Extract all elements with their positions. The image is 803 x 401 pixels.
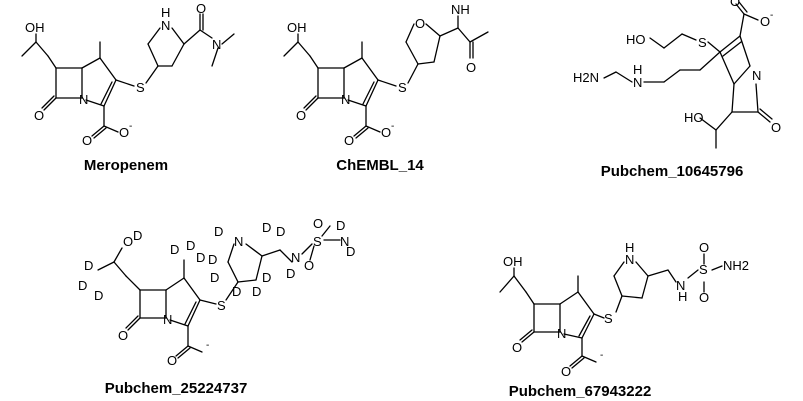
atom-d: D [208, 252, 217, 267]
charge-minus: - [129, 121, 132, 132]
atom-o-carbonyl: O [344, 133, 354, 148]
atom-n-ring: N [163, 312, 172, 327]
atom-n-amine: N [340, 234, 349, 249]
atom-d: D [78, 278, 87, 293]
atom-n-ring: N [557, 326, 566, 341]
molecule-meropenem: OH N O S N H O N O O - Meropenem [21, 1, 235, 174]
molecule-name: Pubchem_67943222 [509, 383, 652, 400]
atom-nh: N [161, 18, 170, 33]
atom-d: D [84, 258, 93, 273]
atom-d: D [186, 238, 195, 253]
atom-d: D [210, 270, 219, 285]
atom-d: D [94, 288, 103, 303]
atom-n-ring: N [79, 92, 88, 107]
atom-nh-sulfamide: N [676, 278, 685, 293]
atom-o-lactam: O [296, 108, 306, 123]
atom-s: S [217, 298, 226, 313]
molecule-pubchem-25224737: O D D D D D D D N O O - S N D D D D D D … [78, 216, 355, 397]
atom-o-carbonyl: O [561, 364, 571, 379]
atom-o-carbonyl: O [730, 0, 740, 9]
atom-oh: OH [287, 20, 307, 35]
atom-d: D [196, 250, 205, 265]
atom-d: D [214, 224, 223, 239]
atom-d: D [170, 242, 179, 257]
atom-o-carbonyl: O [82, 133, 92, 148]
atom-n-ring: N [341, 92, 350, 107]
atom-d: D [276, 224, 285, 239]
atom-o-lactam: O [512, 340, 522, 355]
atom-ho: HO [626, 32, 646, 47]
atom-s: S [136, 80, 145, 95]
atom-o-sulfamide: O [313, 216, 323, 231]
charge-minus: - [770, 10, 773, 21]
atom-d: D [262, 220, 271, 235]
atom-s: S [398, 80, 407, 95]
molecule-name: Meropenem [84, 157, 168, 174]
charge-minus: - [391, 121, 394, 132]
atom-o-sulfamide: O [304, 258, 314, 273]
atom-o-thf: O [415, 16, 425, 31]
atom-o: O [123, 234, 133, 249]
charge-minus: - [206, 340, 209, 351]
atom-h2n: H2N [573, 70, 599, 85]
atom-s: S [698, 35, 707, 50]
atom-d: D [286, 266, 295, 281]
molecule-name: ChEMBL_14 [336, 157, 424, 174]
atom-oh: OH [503, 254, 523, 269]
atom-nh-pyrrolidine: N [625, 252, 634, 267]
atom-s-sulfamide: S [313, 234, 322, 249]
atom-o-carboxylate: O [760, 14, 770, 29]
molecule-name: Pubchem_25224737 [105, 380, 248, 397]
atom-n-pyrrolidine: N [234, 234, 243, 249]
atom-s: S [604, 311, 613, 326]
atom-o-carbonyl: O [167, 353, 177, 368]
atom-n-dimethyl: N [212, 37, 221, 52]
atom-h: H [678, 289, 687, 304]
atom-nh2: NH2 [723, 258, 749, 273]
atom-oh: OH [25, 20, 45, 35]
atom-o-carboxylate: O [119, 125, 129, 140]
atom-d: D [252, 284, 261, 299]
molecule-pubchem-10645796: HO S O O - N O H2N N H HO Pubchem_106457… [573, 0, 781, 180]
atom-o-amide: O [196, 1, 206, 16]
atom-h: H [633, 62, 642, 77]
charge-minus: - [600, 350, 603, 361]
atom-o-lactam: O [34, 108, 44, 123]
atom-o-sulfamide: O [699, 240, 709, 255]
atom-o-lactam: O [118, 328, 128, 343]
atom-d: D [346, 244, 355, 259]
atom-s-sulfamide: S [699, 262, 708, 277]
molecule-chembl-14: OH N O S O NH O O O - ChEMBL_14 [283, 2, 489, 174]
atom-d: D [133, 228, 142, 243]
atom-d: D [262, 270, 271, 285]
atom-h: H [161, 5, 170, 20]
atom-d: D [336, 218, 345, 233]
molecule-name: Pubchem_10645796 [601, 163, 744, 180]
atom-o-carboxylate: O [381, 125, 391, 140]
atom-h: H [625, 240, 634, 255]
atom-o-sulfamide: O [699, 290, 709, 305]
molecule-pubchem-67943222: OH N O S N H N H S O O NH2 O - Pubchem_6… [499, 240, 749, 400]
atom-o-ketone: O [466, 60, 476, 75]
atom-d: D [232, 284, 241, 299]
atom-ho2: HO [684, 110, 704, 125]
atom-nh: N [633, 75, 642, 90]
atom-nh: NH [451, 2, 470, 17]
atom-n-ring: N [752, 68, 761, 83]
atom-n-sulfamide: N [291, 250, 300, 265]
atom-o-lactam: O [771, 120, 781, 135]
